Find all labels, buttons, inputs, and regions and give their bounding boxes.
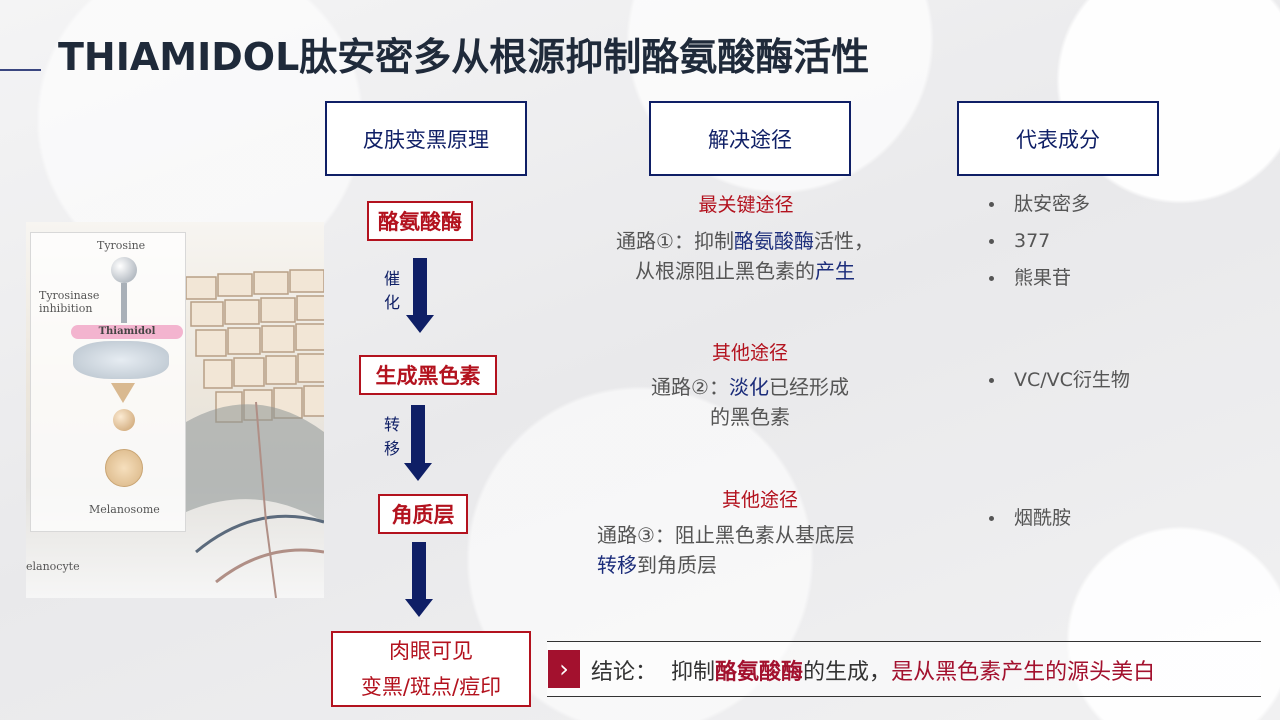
ingredient-item: 肽安密多 [986, 186, 1090, 223]
melanosome-sphere [105, 449, 143, 487]
flow-step-stratum-corneum: 角质层 [378, 494, 468, 534]
ingredient-item: 熊果苷 [986, 260, 1090, 297]
flow-step-tyrosinase: 酪氨酸酶 [367, 201, 473, 241]
header-ingredients-label: 代表成分 [1016, 127, 1100, 152]
down-arrow-icon [404, 405, 432, 481]
visible-result-line1: 肉眼可见 [389, 639, 473, 663]
route-2-heading: 其他途径 [711, 342, 788, 364]
pathway-stem [121, 283, 127, 323]
label-melanosome: Melanosome [89, 503, 160, 516]
route-1-text: 通路①：抑制酪氨酸酶活性， 从根源阻止黑色素的产生 [616, 229, 874, 283]
route-3-text: 通路③：阻止黑色素从基底层 转移到角质层 [597, 523, 855, 577]
label-melanocyte: elanocyte [26, 560, 80, 573]
chevron-right-icon: › [548, 650, 580, 688]
route-3-heading: 其他途径 [721, 489, 798, 511]
conclusion-text: 结论： 抑制酪氨酸酶的生成，是从黑色素产生的源头美白 [591, 660, 1156, 685]
flow-step-visible-result: 肉眼可见 变黑/斑点/痘印 [331, 631, 531, 707]
header-ingredients: 代表成分 [957, 101, 1159, 176]
arrow-label-catalyze: 催化 [383, 269, 400, 312]
flow-step-stratum-corneum-label: 角质层 [391, 503, 455, 527]
ingredient-item: VC/VC衍生物 [986, 362, 1130, 399]
flow-step-melanin-label: 生成黑色素 [375, 364, 481, 388]
down-arrow-icon [111, 383, 135, 403]
title-accent-line [0, 69, 41, 71]
header-mechanism-label: 皮肤变黑原理 [363, 127, 489, 152]
header-solution-label: 解决途径 [708, 127, 792, 152]
header-mechanism: 皮肤变黑原理 [325, 101, 527, 176]
tyrosine-sphere [111, 257, 137, 283]
ingredient-item: 烟酰胺 [986, 500, 1071, 537]
label-tyrosine: Tyrosine [97, 239, 146, 252]
ingredients-list-2: VC/VC衍生物 [986, 362, 1130, 399]
flow-step-melanin: 生成黑色素 [359, 355, 497, 395]
page-title: THIAMIDOL肽安密多从根源抑制酪氨酸酶活性 [58, 35, 870, 79]
arrow-label-transfer: 转移 [383, 415, 400, 458]
header-solution: 解决途径 [649, 101, 851, 176]
intermediate-sphere [113, 409, 135, 431]
ingredients-list-3: 烟酰胺 [986, 500, 1071, 537]
enzyme-shape [73, 341, 169, 379]
ingredients-list-1: 肽安密多 377 熊果苷 [986, 186, 1090, 297]
route-1-heading: 最关键途径 [698, 194, 794, 216]
down-arrow-icon [406, 258, 434, 333]
ingredient-item: 377 [986, 223, 1090, 260]
down-arrow-icon [405, 542, 433, 617]
thiamidol-bar: Thiamidol [71, 325, 183, 339]
flow-step-tyrosinase-label: 酪氨酸酶 [378, 210, 462, 234]
skin-layers-drawing [185, 269, 324, 598]
route-2-text: 通路②：淡化已经形成 的黑色素 [651, 375, 849, 429]
visible-result-line2: 变黑/斑点/痘印 [360, 675, 502, 699]
conclusion-bar: › 结论： 抑制酪氨酸酶的生成，是从黑色素产生的源头美白 [547, 641, 1261, 697]
